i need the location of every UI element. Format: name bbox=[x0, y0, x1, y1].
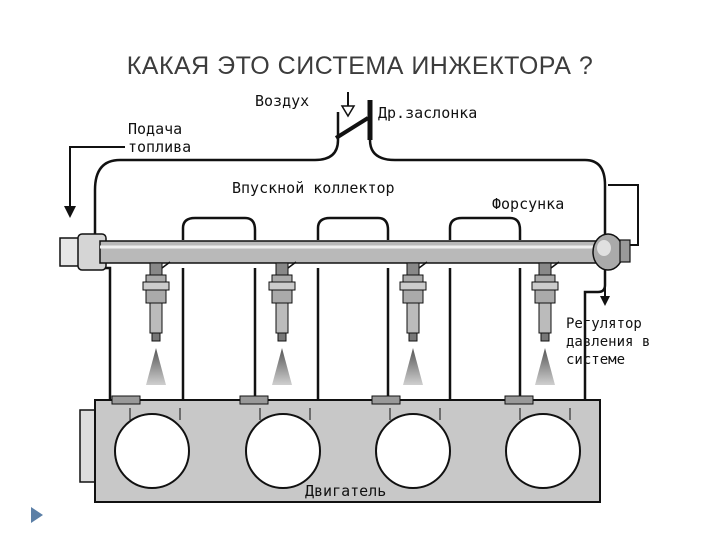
label-intake-manifold: Впускной коллектор bbox=[232, 179, 395, 197]
cylinder-4 bbox=[505, 413, 581, 489]
fuel-rail bbox=[59, 233, 601, 271]
injector-1 bbox=[142, 261, 171, 385]
label-air: Воздух bbox=[255, 92, 309, 110]
injector-3 bbox=[399, 261, 428, 385]
air-arrow-icon bbox=[340, 92, 356, 118]
label-regulator-line3: системе bbox=[566, 352, 625, 368]
injector-4 bbox=[531, 261, 560, 385]
fuel-supply-line bbox=[64, 146, 125, 218]
label-injector: Форсунка bbox=[492, 195, 564, 213]
cylinder-2 bbox=[245, 413, 321, 489]
label-engine: Двигатель bbox=[305, 482, 386, 500]
injector-2 bbox=[268, 261, 297, 385]
label-fuel-supply-line1: Подача bbox=[128, 120, 182, 138]
label-throttle: Др.заслонка bbox=[378, 104, 477, 122]
label-fuel-supply-line2: топлива bbox=[128, 138, 191, 156]
slide-title: КАКАЯ ЭТО СИСТЕМА ИНЖЕКТОРА ? bbox=[126, 52, 594, 80]
cylinder-1 bbox=[114, 413, 190, 489]
label-regulator-line1: Регулятор bbox=[566, 316, 642, 332]
throttle-plate bbox=[334, 116, 370, 140]
triangle-right-icon[interactable] bbox=[30, 506, 44, 524]
engine-block bbox=[79, 395, 601, 503]
pressure-regulator bbox=[592, 184, 639, 306]
intake-manifold-outline bbox=[93, 112, 607, 240]
cylinder-3 bbox=[375, 413, 451, 489]
label-regulator-line2: давления в bbox=[566, 334, 650, 350]
